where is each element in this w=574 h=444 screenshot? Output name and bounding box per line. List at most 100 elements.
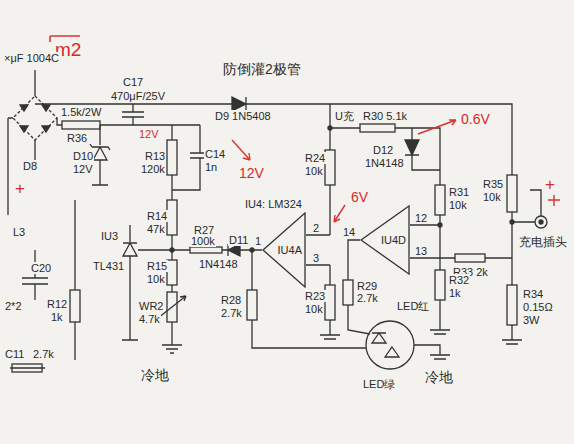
component-label: 1N4148: [198, 258, 239, 270]
wire: [330, 128, 450, 334]
resistor-symbol: [190, 247, 222, 253]
resistor-symbol: [247, 290, 257, 320]
opamp-label: IU4D: [381, 234, 406, 246]
diode-symbol: [232, 97, 246, 111]
component-label: +: [14, 180, 26, 199]
component-label: 1k: [448, 287, 462, 299]
component-label: R29: [356, 280, 378, 292]
component-label: R24: [304, 152, 326, 164]
component-label: R15: [146, 260, 168, 272]
component-label: R34: [522, 288, 544, 300]
wire: [10, 200, 75, 368]
component-label: 充电插头: [518, 236, 568, 249]
component-label: 14: [342, 226, 356, 238]
component-label: D12: [372, 144, 394, 156]
bridge-rectifier: [8, 70, 57, 215]
component-label: WR2: [138, 300, 164, 312]
resistor-symbol: [507, 285, 517, 325]
led-symbol: [366, 321, 414, 369]
diode-symbol: [405, 140, 419, 155]
component-label: 冷地: [140, 368, 170, 383]
wire: [372, 333, 450, 359]
component-label: 47k: [146, 223, 166, 235]
wire: [122, 225, 190, 340]
opamp-triangle: IU4A: [262, 212, 306, 288]
tl431-symbol: [123, 243, 137, 256]
wire: [92, 125, 108, 185]
component-label: ×μF 1004C: [3, 52, 60, 64]
component-label: 1k: [50, 311, 64, 323]
component-label: L3: [12, 226, 26, 238]
component-label: D11: [228, 234, 249, 246]
resistor-symbol: [167, 140, 177, 175]
component-label: IU3: [100, 230, 119, 242]
component-label: R30 5.1k: [362, 110, 408, 122]
component-label: 4.7k: [138, 313, 161, 325]
component-label: 120k: [140, 163, 166, 175]
resistor-symbol: [70, 290, 80, 322]
resistor-symbol: [343, 280, 353, 305]
component-label: 0.6V: [460, 112, 491, 127]
component-label: D8: [22, 160, 38, 172]
component-label: 12V: [72, 163, 94, 175]
component-label: 2.7k: [356, 292, 379, 304]
component-label: 12V: [238, 166, 265, 181]
resistor-symbol: [325, 285, 335, 320]
resistor-symbol: [435, 270, 445, 300]
component-label: R36: [66, 132, 88, 144]
component-label: 防倒灌2极管: [222, 62, 302, 77]
component-label: 10k: [146, 273, 166, 285]
resistor-symbol: [507, 175, 517, 212]
component-label: 12V: [138, 128, 160, 140]
component-label: R12: [46, 298, 68, 310]
component-label: 3W: [522, 314, 541, 326]
component-label: +: [544, 176, 556, 195]
component-label: 2: [312, 222, 320, 234]
resistor-symbol: [167, 200, 177, 235]
charge-socket: [535, 216, 547, 228]
component-label: D10: [72, 150, 94, 162]
wire: [502, 190, 541, 344]
opamp-triangle: IU4D: [360, 205, 410, 275]
capacitor-symbol: [122, 104, 144, 125]
component-label: TL431: [92, 260, 125, 272]
component-label: 470μF/25V: [110, 90, 166, 102]
component-label: R13: [144, 150, 166, 162]
component-label: 2.7k: [220, 307, 243, 319]
component-label: R32: [448, 274, 470, 286]
component-label: 0.15Ω: [522, 301, 554, 313]
component-label: 10k: [304, 303, 324, 315]
resistor-symbol: [62, 121, 100, 129]
component-label: LED红: [396, 300, 430, 312]
component-label: 1N4148: [364, 157, 405, 169]
component-label: R14: [146, 210, 168, 222]
component-label: LED绿: [362, 378, 396, 390]
component-label: C17: [122, 76, 144, 88]
component-label: 2*2: [4, 300, 23, 312]
resistor-symbol: [435, 185, 445, 215]
opamp-label: IU4A: [278, 244, 302, 256]
component-label: 6V: [350, 190, 369, 205]
component-label: 12: [414, 212, 428, 224]
component-label: 100k: [190, 235, 216, 247]
resistor-symbol: [455, 254, 485, 262]
resistor-symbol: [360, 124, 395, 132]
component-label: 13: [414, 245, 428, 257]
component-label: R31: [448, 186, 470, 198]
component-label: 3: [312, 252, 320, 264]
component-label: 10k: [304, 165, 324, 177]
component-label: U充: [334, 110, 355, 122]
component-label: D9 1N5408: [214, 110, 272, 122]
component-label: C20: [30, 262, 52, 274]
component-label: R35: [482, 178, 504, 190]
component-label: R28: [220, 294, 242, 306]
component-label: 1: [254, 235, 262, 247]
component-label: R23: [304, 290, 326, 302]
component-label: 1n: [204, 161, 218, 173]
resistor-symbol: [325, 150, 335, 185]
component-label: 1.5k/2W: [60, 106, 102, 118]
component-label: C11: [4, 348, 25, 360]
component-label: IU4: LM324: [244, 198, 303, 210]
resistor-symbol: [12, 364, 42, 372]
resistor-symbol: [167, 260, 177, 285]
